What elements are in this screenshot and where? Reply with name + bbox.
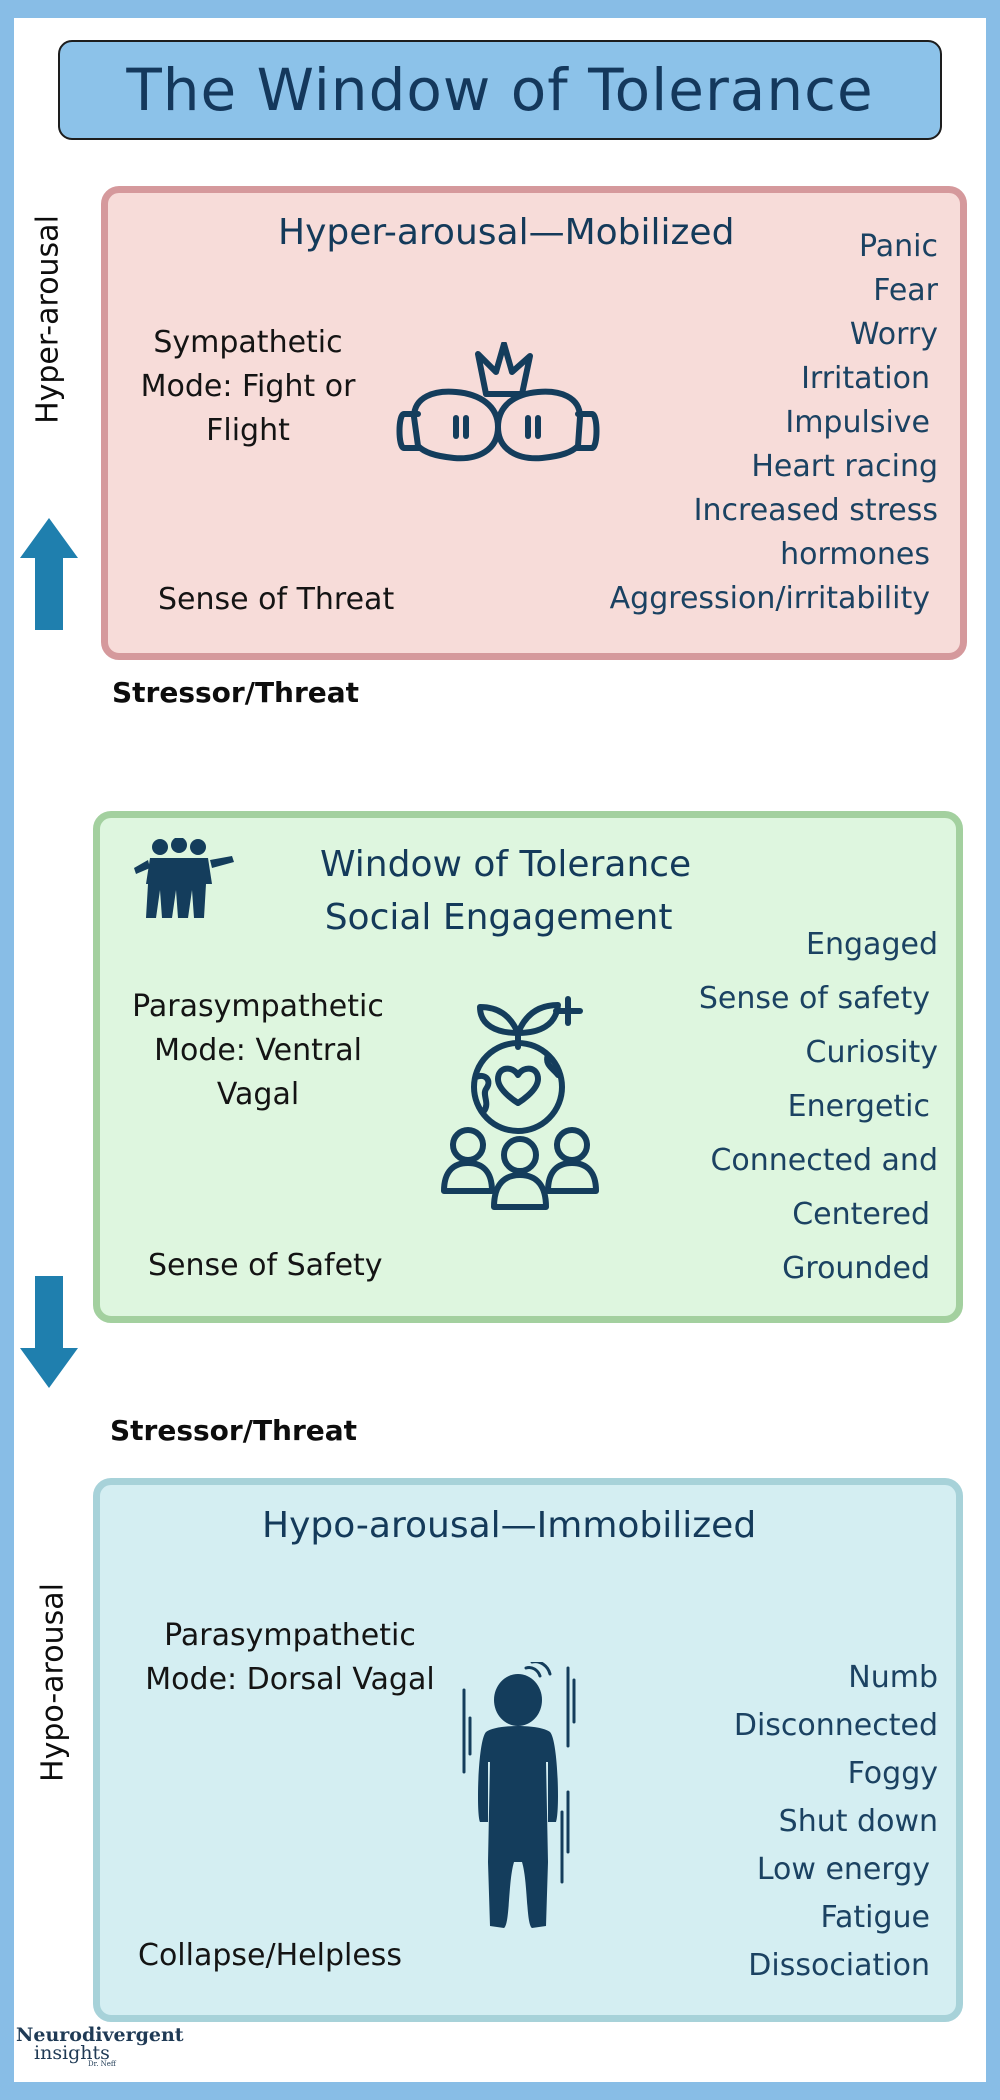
list-item: Irritation [801, 361, 930, 396]
list-item: Connected and [710, 1143, 938, 1178]
window-sense-of-safety: Sense of Safety [148, 1248, 383, 1283]
window-heading: Window of Tolerance Social Engagement [320, 844, 692, 938]
brand-logo: Neurodivergent insights Dr. Neff [16, 2024, 184, 2068]
list-item: Curiosity [805, 1035, 938, 1070]
list-item: Heart racing [751, 449, 938, 484]
hyper-state-list: Panic Fear Worry Irritation Impulsive He… [610, 225, 938, 621]
side-label-hyper-arousal: Hyper-arousal [30, 215, 66, 424]
arrow-down-icon [20, 1276, 78, 1388]
list-item: Grounded [782, 1251, 930, 1286]
list-item: Disconnected [733, 1708, 938, 1743]
side-label-hypo-arousal: Hypo-arousal [35, 1583, 71, 1782]
heart-globe-community-icon [441, 996, 599, 1210]
list-item: Centered [792, 1197, 930, 1232]
hyper-heading: Hyper-arousal—Mobilized [278, 212, 735, 253]
title-banner: The Window of Tolerance [58, 40, 942, 140]
list-item: Energetic [787, 1089, 930, 1124]
hypo-mode: Parasympathetic Mode: Dorsal Vagal [145, 1618, 435, 1697]
page-title: The Window of Tolerance [126, 56, 874, 124]
list-item: Panic [859, 229, 938, 264]
list-item: hormones [780, 537, 930, 572]
hypo-collapse-helpless: Collapse/Helpless [138, 1938, 403, 1973]
hyper-arousal-panel [101, 186, 967, 660]
list-item: Foggy [847, 1756, 938, 1791]
window-state-list: Engaged Sense of safety Curiosity Energe… [699, 918, 938, 1296]
group-hug-icon [134, 838, 234, 918]
list-item: Sense of safety [698, 981, 930, 1016]
list-item: Impulsive [785, 405, 930, 440]
hypo-state-list: Numb Disconnected Foggy Shut down Low en… [734, 1654, 938, 1990]
boxing-gloves-icon [396, 342, 600, 462]
stressor-threat-label-1: Stressor/Threat [112, 676, 360, 709]
window-mode: Parasympathetic Mode: Ventral Vagal [132, 989, 384, 1112]
arrow-up-icon [20, 518, 78, 630]
list-item: Low energy [756, 1852, 930, 1887]
list-item: Engaged [806, 927, 938, 962]
hypo-heading: Hypo-arousal—Immobilized [262, 1505, 757, 1546]
hyper-mode: Sympathetic Mode: Fight or Flight [140, 325, 356, 448]
list-item: Shut down [778, 1804, 938, 1839]
list-item: Fear [873, 273, 938, 308]
list-item: Fatigue [820, 1900, 931, 1935]
slumped-person-icon [462, 1662, 576, 1928]
list-item: Aggression/irritability [609, 581, 930, 616]
list-item: Worry [849, 317, 938, 352]
list-item: Numb [848, 1660, 938, 1695]
list-item: Dissociation [748, 1948, 930, 1983]
list-item: Increased stress [693, 493, 938, 528]
stressor-threat-label-2: Stressor/Threat [110, 1414, 358, 1447]
hyper-sense-of-threat: Sense of Threat [158, 582, 395, 617]
